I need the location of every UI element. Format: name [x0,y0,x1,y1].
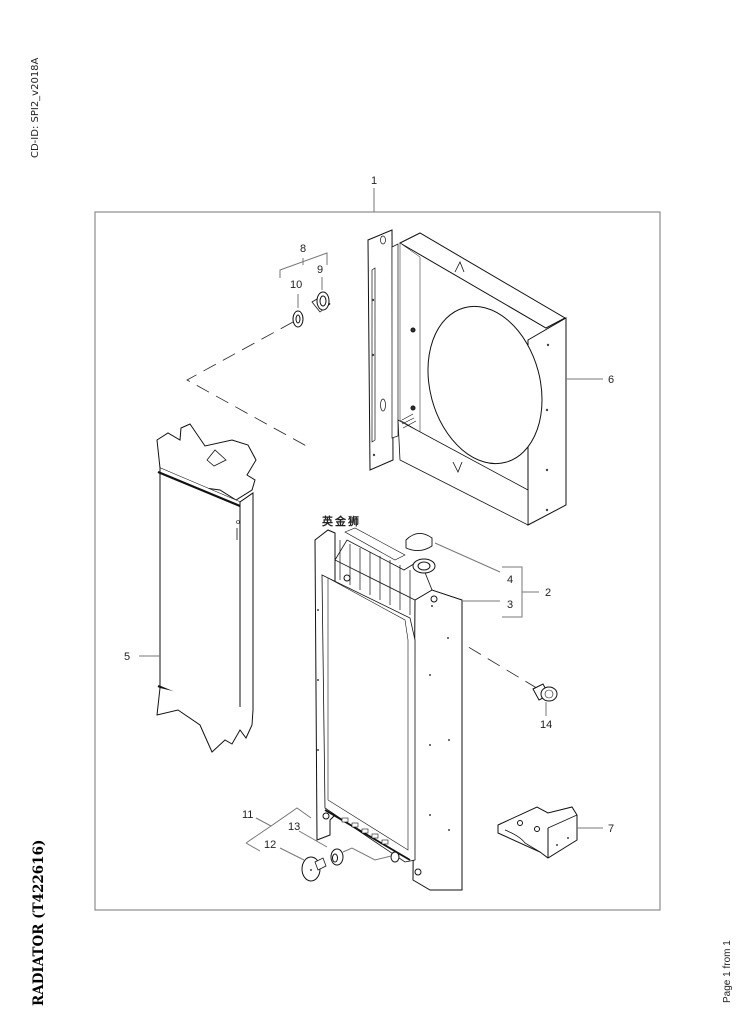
callout-10: 10 [290,279,302,291]
radiator-drawing [314,527,463,891]
bracket-8 [279,252,328,308]
charge-air-cooler-drawing [156,423,257,753]
callout-6: 6 [608,374,614,386]
callout-14: 14 [540,719,552,731]
callout-1: 1 [371,175,377,187]
drain-plug-drawing [301,848,344,882]
flange-bolt-drawing [532,683,558,702]
watermark-text: 英金狮 [321,514,361,528]
callout-9: 9 [317,264,323,276]
callout-11: 11 [242,809,253,821]
callout-13: 13 [288,821,300,833]
callout-7: 7 [608,823,614,835]
callout-2: 2 [545,587,551,599]
callout-4: 4 [507,574,513,586]
bracket-2 [434,542,539,618]
mounting-bracket-drawing [497,806,578,859]
fan-shroud-drawing [367,229,567,526]
upper-plug-drawing [292,291,331,328]
callout-8: 8 [300,243,306,255]
assembly-frame [94,211,661,911]
alignment-lines [186,321,541,691]
callout-5: 5 [124,651,130,663]
callout-3: 3 [507,599,513,611]
bracket-11 [245,807,392,861]
callout-12: 12 [264,839,276,851]
callout-labels: 1 2 3 4 5 6 7 8 9 10 11 12 13 14 [124,175,614,851]
